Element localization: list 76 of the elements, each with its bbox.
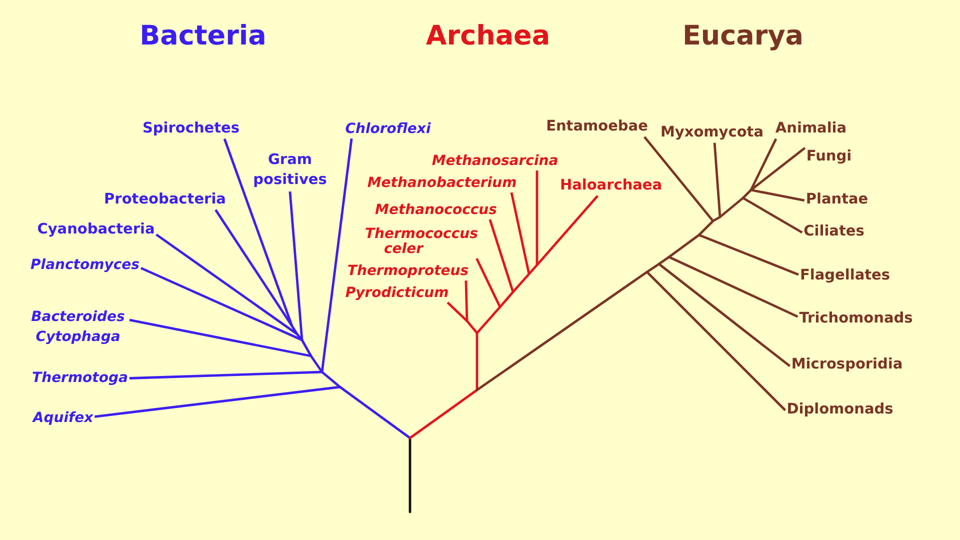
taxon-label: Gram positives [249, 150, 331, 190]
taxon-label: Proteobacteria [104, 192, 226, 208]
tree-branch [156, 234, 298, 335]
taxon-label: Planctomyces [30, 256, 140, 274]
tree-branch [643, 136, 714, 222]
tree-branch [94, 386, 340, 418]
tree-branch [646, 271, 786, 412]
taxon-label: Methanobacterium [367, 174, 517, 192]
taxon-label: Methanococcus [375, 202, 497, 218]
taxon-label: Bacteroides Cytophaga [28, 307, 128, 347]
tree-branch [320, 138, 353, 372]
tree-branch [718, 196, 744, 218]
tree-branch [498, 290, 514, 308]
taxon-label: Trichomonads [799, 310, 913, 328]
tree-trunk [408, 436, 412, 514]
tree-branch [750, 138, 778, 191]
tree-branch [408, 388, 478, 440]
tree-branch [750, 188, 805, 202]
tree-branch [742, 196, 803, 234]
taxon-label: Thermoproteus [347, 262, 469, 280]
tree-branch [668, 234, 700, 258]
tree-branch [536, 195, 599, 266]
taxon-label: Flagellates [800, 268, 890, 284]
tree-branch [466, 320, 478, 334]
tree-branch [320, 370, 342, 388]
taxon-label: Myxomycota [660, 124, 764, 142]
tree-branch [129, 370, 322, 380]
taxon-label: Aquifex [32, 410, 94, 426]
tree-branch [646, 262, 660, 274]
tree-branch [512, 272, 530, 294]
taxon-label: Thermotoga [32, 370, 128, 386]
domain-heading: Bacteria [140, 20, 266, 52]
tree-branch [713, 142, 722, 218]
tree-branch [488, 219, 514, 292]
taxon-label: Fungi [806, 148, 852, 166]
taxon-label: Pyrodicticum [345, 284, 449, 302]
taxon-label: Cyanobacteria [37, 222, 155, 238]
tree-branch [510, 192, 530, 274]
taxon-label: Animalia [775, 120, 847, 138]
taxon-label: Diplomonads [786, 402, 894, 418]
tree-branch [140, 266, 302, 342]
taxon-label: Ciliates [804, 224, 864, 240]
tree-branch [476, 258, 502, 308]
tree-branch [476, 306, 502, 334]
tree-branch [698, 220, 714, 236]
tree-branch [476, 270, 648, 392]
tree-branch [476, 332, 478, 392]
tree-branch [338, 386, 412, 440]
tree-branch [214, 209, 293, 327]
tree-branch [536, 170, 538, 265]
taxon-label: Chloroflexi [345, 120, 431, 138]
tree-branch [223, 138, 294, 326]
tree-branch [658, 256, 670, 266]
domain-heading: Eucarya [682, 20, 804, 52]
taxon-label: Spirochetes [142, 120, 240, 138]
taxon-label: Entamoebae [546, 118, 648, 136]
tree-branch [698, 234, 799, 276]
tree-branch [528, 264, 538, 276]
tree-branch [129, 318, 312, 358]
tree-branch [300, 338, 312, 358]
tree-branch [290, 324, 298, 336]
tree-branch [742, 188, 752, 200]
tree-branch [446, 302, 468, 322]
domain-heading: Archaea [426, 20, 550, 52]
tree-branch [288, 191, 304, 340]
taxon-label: Haloarchaea [560, 178, 662, 194]
taxon-label: Plantae [806, 192, 868, 208]
tree-branch [712, 216, 722, 222]
taxon-label: Microsporidia [791, 356, 903, 374]
tree-branch [464, 280, 468, 322]
tree-branch [668, 256, 798, 318]
taxon-label: Methanosarcina [432, 152, 558, 170]
taxon-label: Thermococcus celer [365, 227, 485, 257]
tree-branch [310, 354, 324, 374]
tree-branch [658, 263, 791, 368]
tree-branch [750, 146, 806, 191]
